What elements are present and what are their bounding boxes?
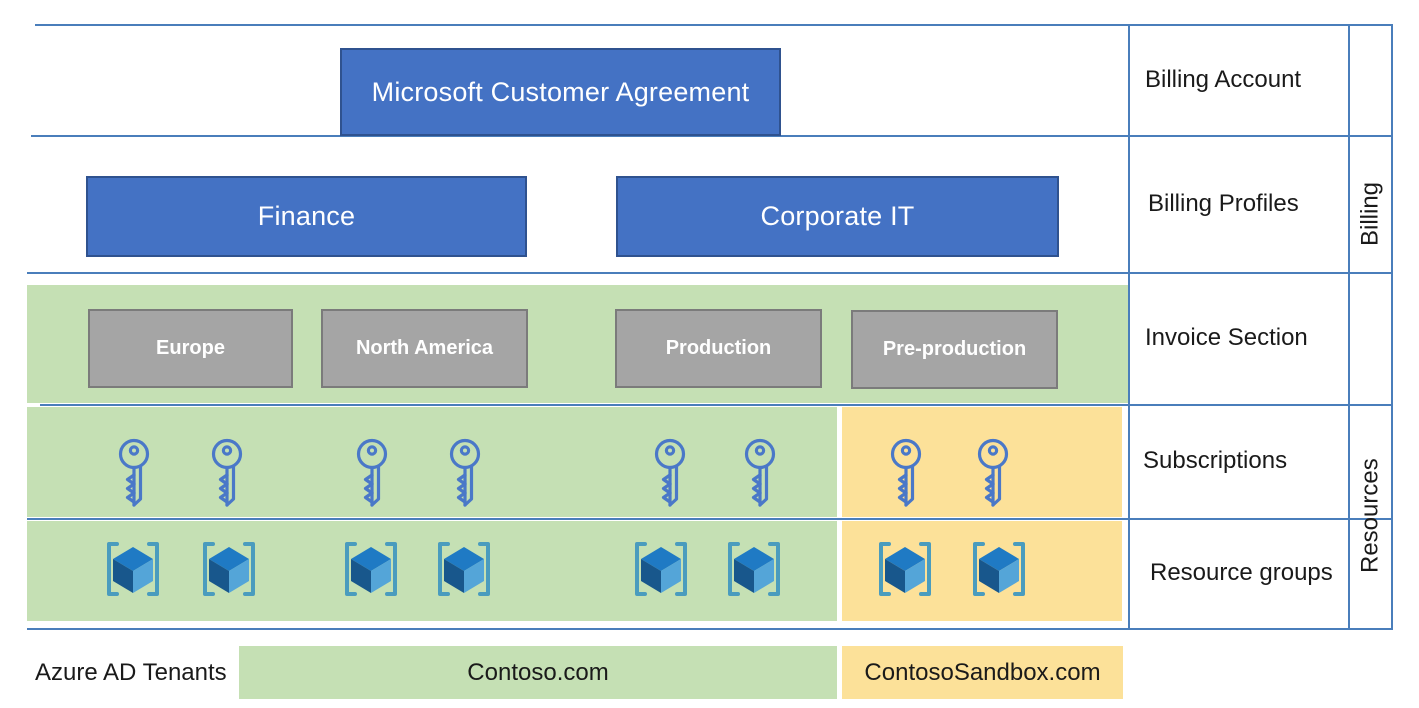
rule-billing-account-bottom [31, 135, 1393, 137]
row-label-billing-account: Billing Account [1145, 24, 1345, 135]
resource-group-cube-icon[interactable] [338, 536, 404, 602]
row-label-subscriptions: Subscriptions [1143, 404, 1343, 518]
vrule-grouplabel-left [1348, 24, 1350, 628]
tenant-chip-contoso-text: Contoso.com [467, 658, 609, 686]
key-icon[interactable] [649, 437, 687, 509]
billing-account-box[interactable]: Microsoft Customer Agreement [340, 48, 781, 136]
billing-profile-box-finance[interactable]: Finance [86, 176, 527, 257]
tenant-chip-contoso[interactable]: Contoso.com [239, 646, 837, 699]
invoice-section-label-north-america: North America [355, 337, 494, 359]
row-label-subscriptions-text: Subscriptions [1143, 447, 1288, 474]
row-label-billing-profiles-text: Billing Profiles [1148, 189, 1299, 217]
vrule-right-edge [1391, 24, 1393, 628]
row-label-billing-profiles: Billing Profiles [1148, 135, 1348, 272]
key-icon[interactable] [113, 437, 151, 509]
tenant-band-green-subscriptions [27, 407, 837, 517]
resource-group-cube-icon[interactable] [721, 536, 787, 602]
row-label-resource-groups: Resource groups [1150, 518, 1350, 628]
key-icon[interactable] [206, 437, 244, 509]
resource-group-cube-icon[interactable] [628, 536, 694, 602]
rule-resources-bottom [27, 628, 1393, 630]
tenant-chip-contososandbox-text: ContosoSandbox.com [864, 658, 1101, 686]
invoice-section-box-europe[interactable]: Europe [88, 309, 293, 388]
row-label-resource-groups-text: Resource groups [1150, 559, 1333, 586]
row-label-invoice-section: Invoice Section [1145, 272, 1345, 404]
invoice-section-label-production: Production [665, 337, 772, 359]
group-label-billing: Billing [1350, 24, 1391, 404]
rule-invoice-section-bottom [40, 404, 1393, 406]
vrule-rowlabel-left [1128, 24, 1130, 628]
key-icon[interactable] [885, 437, 923, 509]
tenant-band-green-resource-groups [27, 521, 837, 621]
invoice-section-box-pre-production[interactable]: Pre-production [851, 310, 1058, 389]
billing-profile-label-finance: Finance [257, 201, 356, 231]
rule-top [35, 24, 1393, 26]
resource-group-cube-icon[interactable] [196, 536, 262, 602]
resource-group-cube-icon[interactable] [431, 536, 497, 602]
group-label-resources-text: Resources [1356, 458, 1384, 574]
billing-profile-box-corporate-it[interactable]: Corporate IT [616, 176, 1059, 257]
group-label-resources: Resources [1350, 404, 1391, 628]
billing-profile-label-corporate-it: Corporate IT [760, 201, 915, 231]
tenant-chip-contososandbox[interactable]: ContosoSandbox.com [842, 646, 1123, 699]
row-label-billing-account-text: Billing Account [1145, 65, 1302, 93]
key-icon[interactable] [972, 437, 1010, 509]
resource-group-cube-icon[interactable] [872, 536, 938, 602]
resource-group-cube-icon[interactable] [966, 536, 1032, 602]
resource-group-cube-icon[interactable] [100, 536, 166, 602]
invoice-section-box-production[interactable]: Production [615, 309, 822, 388]
row-label-invoice-section-text: Invoice Section [1145, 324, 1308, 351]
invoice-section-label-pre-production: Pre-production [882, 338, 1027, 360]
rule-billing-profiles-bottom [27, 272, 1393, 274]
key-icon[interactable] [351, 437, 389, 509]
key-icon[interactable] [739, 437, 777, 509]
billing-account-label: Microsoft Customer Agreement [371, 76, 750, 107]
azure-ad-tenants-label: Azure AD Tenants [35, 645, 235, 701]
key-icon[interactable] [444, 437, 482, 509]
group-label-billing-text: Billing [1356, 181, 1384, 247]
rule-subscriptions-bottom [27, 518, 1393, 520]
azure-ad-tenants-label-text: Azure AD Tenants [35, 659, 227, 686]
invoice-section-label-europe: Europe [156, 337, 225, 359]
invoice-section-box-north-america[interactable]: North America [321, 309, 528, 388]
